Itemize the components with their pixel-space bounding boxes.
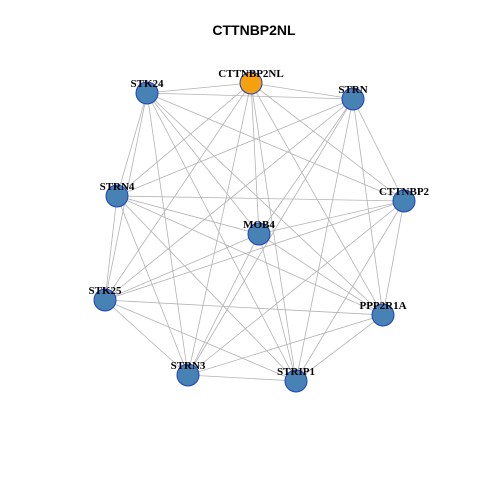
graph-title: CTTNBP2NL xyxy=(212,22,296,38)
edge-mob4-stk25 xyxy=(104,233,260,301)
edge-stk24-mob4 xyxy=(146,92,260,235)
node-mob4[interactable] xyxy=(247,222,271,246)
node-label-mob4: MOB4 xyxy=(243,219,275,231)
edge-stk24-strn xyxy=(146,92,354,100)
node-ppp2r1a[interactable] xyxy=(371,303,395,327)
edge-strn-strip1 xyxy=(295,98,354,382)
node-label-strip1: STRIP1 xyxy=(277,366,315,378)
edge-strn4-stk25 xyxy=(104,195,118,301)
node-stk24[interactable] xyxy=(135,81,159,105)
edge-ppp2r1a-strip1 xyxy=(295,314,384,382)
node-cttnbp2[interactable] xyxy=(392,189,416,213)
edge-strn4-strip1 xyxy=(116,195,297,382)
edge-cttnbp2-ppp2r1a xyxy=(382,200,405,316)
node-label-strn4: STRN4 xyxy=(100,181,135,193)
node-strip1[interactable] xyxy=(284,369,308,393)
edge-cttnbp2nl-mob4 xyxy=(250,82,260,235)
edge-strn4-mob4 xyxy=(116,195,260,235)
edge-strn-cttnbp2 xyxy=(352,98,405,202)
edge-strn3-strip1 xyxy=(187,374,297,382)
edge-cttnbp2-mob4 xyxy=(258,200,405,235)
node-strn[interactable] xyxy=(341,87,365,111)
edge-cttnbp2nl-strn xyxy=(250,82,354,100)
node-strn4[interactable] xyxy=(105,184,129,208)
edge-strn-mob4 xyxy=(258,98,354,235)
edge-strn-stk25 xyxy=(104,98,354,301)
edge-strn-strn4 xyxy=(116,98,354,197)
node-label-ppp2r1a: PPP2R1A xyxy=(359,300,406,312)
node-label-stk25: STK25 xyxy=(88,285,122,297)
edge-cttnbp2-strip1 xyxy=(295,200,405,382)
edge-cttnbp2nl-stk25 xyxy=(104,82,252,301)
edge-stk24-ppp2r1a xyxy=(146,92,384,316)
edge-stk24-strn4 xyxy=(116,92,148,197)
edge-cttnbp2-stk25 xyxy=(104,200,405,301)
edge-ppp2r1a-strn3 xyxy=(187,314,384,376)
edge-stk25-ppp2r1a xyxy=(104,299,384,316)
node-stk25[interactable] xyxy=(93,288,117,312)
node-layer xyxy=(93,71,416,393)
edge-cttnbp2-strn3 xyxy=(187,200,405,376)
edge-mob4-strn3 xyxy=(187,233,260,376)
node-label-cttnbp2nl: CTTNBP2NL xyxy=(218,68,283,80)
edge-layer xyxy=(104,82,405,382)
edge-stk24-strn3 xyxy=(146,92,189,376)
edge-mob4-strip1 xyxy=(258,233,297,382)
node-strn3[interactable] xyxy=(176,363,200,387)
edge-strn4-ppp2r1a xyxy=(116,195,384,316)
edge-strn-ppp2r1a xyxy=(352,98,384,316)
edge-strn-strn3 xyxy=(187,98,354,376)
edge-stk24-cttnbp2 xyxy=(146,92,405,202)
node-label-strn: STRN xyxy=(338,84,367,96)
node-label-cttnbp2: CTTNBP2 xyxy=(379,186,430,198)
edge-cttnbp2nl-stk24 xyxy=(146,82,252,94)
edge-strn4-strn3 xyxy=(116,195,189,376)
node-label-stk24: STK24 xyxy=(130,78,164,90)
edge-strn4-cttnbp2 xyxy=(116,195,405,202)
edge-stk25-strip1 xyxy=(104,299,297,382)
node-cttnbp2nl[interactable] xyxy=(239,71,263,95)
edge-mob4-ppp2r1a xyxy=(258,233,384,316)
edge-stk24-strip1 xyxy=(146,92,297,382)
node-label-strn3: STRN3 xyxy=(171,360,206,372)
edge-stk25-strn3 xyxy=(104,299,189,376)
edge-cttnbp2nl-ppp2r1a xyxy=(250,82,384,316)
edge-cttnbp2nl-strn3 xyxy=(187,82,252,376)
